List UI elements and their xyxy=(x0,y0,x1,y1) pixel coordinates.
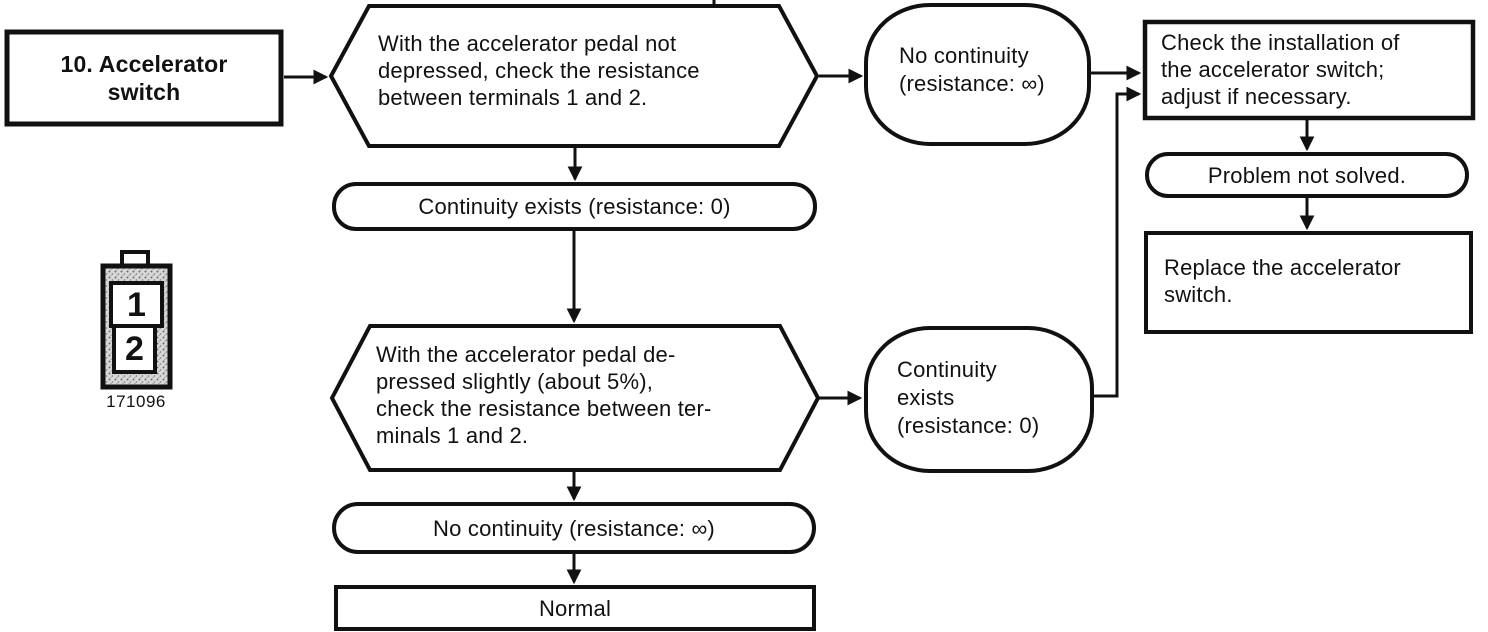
connector-illustration-icon xyxy=(100,250,173,390)
normal-box-shape xyxy=(334,585,816,631)
step2-hexagon-shape xyxy=(329,324,821,472)
connector-terminal-1-label: 1 xyxy=(126,285,147,324)
start-node-label: 10. Accelerator switch xyxy=(60,51,228,105)
step2-continuity-label: Continuity exists (resistance: 0) xyxy=(897,357,1040,438)
step1-label: With the accelerator pedal not depressed… xyxy=(378,31,700,110)
arrow-step2-continuity-to-check xyxy=(1091,86,1142,398)
connector-figure-number: 171096 xyxy=(106,392,166,411)
step1-hexagon-shape xyxy=(328,4,820,148)
check-installation-label: Check the installation of the accelerato… xyxy=(1161,30,1400,109)
step2-continuity-oval-shape xyxy=(864,326,1094,473)
step2-no-continuity-label: No continuity (resistance: ∞) xyxy=(433,515,715,541)
replace-switch-box-shape xyxy=(1144,231,1473,334)
step1-no-continuity-oval-shape xyxy=(864,3,1091,146)
normal-label: Normal xyxy=(538,595,612,621)
start-node-shape xyxy=(4,29,284,127)
step2-no-continuity-stadium-shape xyxy=(332,502,816,554)
step1-continuity-stadium-shape xyxy=(332,182,817,231)
problem-not-solved-stadium-shape xyxy=(1145,152,1469,198)
step2-label: With the accelerator pedal de- pressed s… xyxy=(376,342,712,448)
step1-no-continuity-label: No continuity (resistance: ∞) xyxy=(899,43,1045,96)
replace-switch-label: Replace the accelerator switch. xyxy=(1164,255,1401,307)
problem-not-solved-label: Problem not solved. xyxy=(1207,162,1407,188)
connector-terminal-2-cell xyxy=(112,324,157,374)
step1-continuity-label: Continuity exists (resistance: 0) xyxy=(418,194,731,219)
check-installation-box-shape xyxy=(1142,19,1476,121)
connector-terminal-2-label: 2 xyxy=(124,330,145,368)
